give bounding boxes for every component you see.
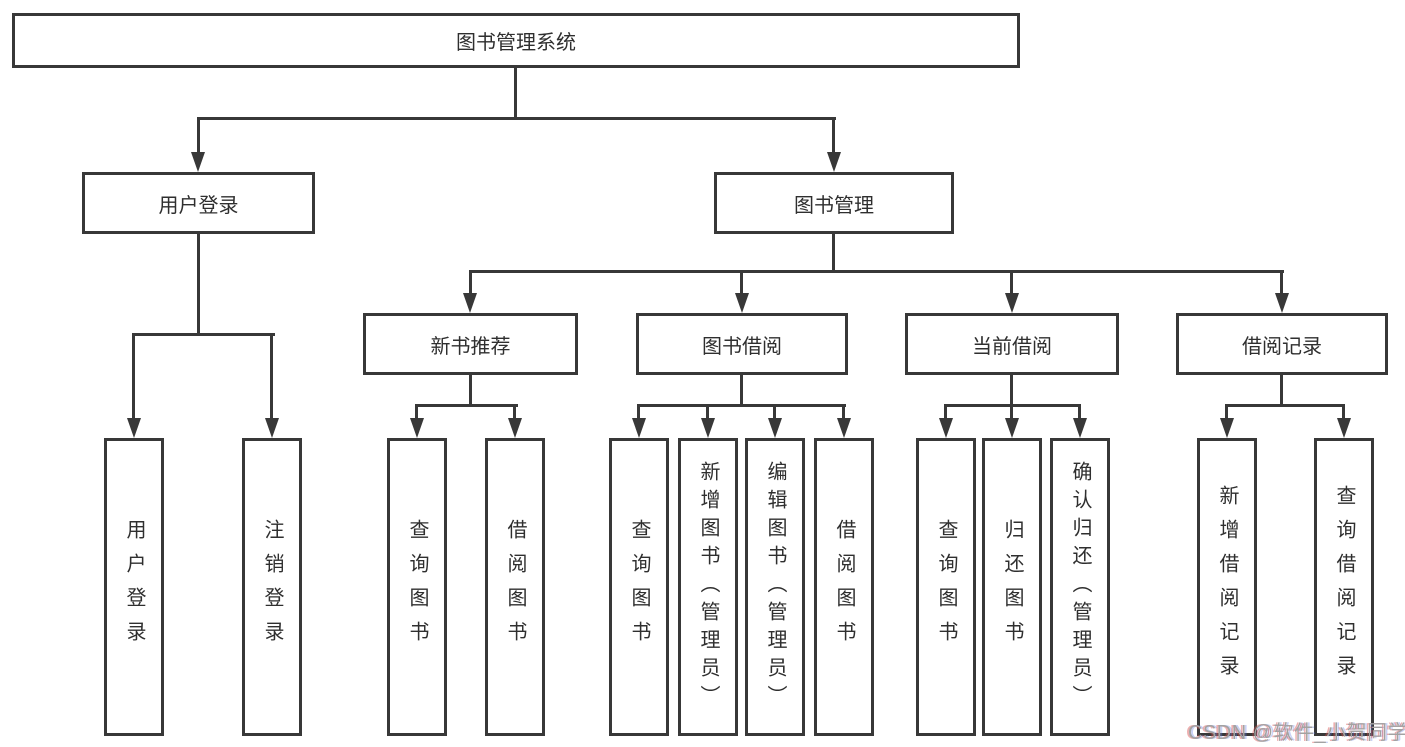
connector-stem-leaf-logout [270, 333, 273, 420]
connector-stem-c1 [637, 404, 640, 420]
leaf-confirm-return-admin: 确认归还（管理员） [1050, 438, 1110, 736]
csdn-watermark: CSDN @软件_小贺同学 [1188, 722, 1405, 744]
connector-stem-new-book [469, 270, 472, 295]
connector-root-stub [514, 68, 517, 120]
leaf-borrow-books-recommend: 借阅图书 [485, 438, 545, 736]
connector-stem-e2 [1342, 404, 1345, 420]
arrowhead-e1 [1220, 418, 1234, 438]
leaf-label: 查询图书 [406, 519, 428, 655]
connector-stem-book-management [832, 117, 835, 154]
connector-stem-current-borrow [1010, 270, 1013, 295]
connector-stem-d3 [1078, 404, 1081, 420]
leaf-label: 新增图书（管理员） [697, 461, 719, 713]
arrowhead-d3 [1073, 418, 1087, 438]
leaf-label: 归还图书 [1001, 519, 1023, 655]
arrowhead-book-borrow [735, 293, 749, 313]
arrowhead-b1 [410, 418, 424, 438]
connector-borrow-records-rail [1225, 404, 1345, 407]
connector-stem-leaf-user-login [132, 333, 135, 420]
leaf-label: 新增借阅记录 [1216, 485, 1238, 689]
leaf-query-books-borrow: 查询图书 [609, 438, 669, 736]
connector-stem-c3 [773, 404, 776, 420]
connector-root-rail [197, 117, 836, 120]
connector-stem-b1 [415, 404, 418, 420]
leaf-query-books-recommend: 查询图书 [387, 438, 447, 736]
arrowhead-c2 [701, 418, 715, 438]
connector-user-login-rail [132, 333, 275, 336]
connector-stem-user-login [197, 117, 200, 154]
leaf-add-borrow-record: 新增借阅记录 [1197, 438, 1257, 736]
leaf-label: 编辑图书（管理员） [764, 461, 786, 713]
arrowhead-b2 [508, 418, 522, 438]
arrowhead-user-login [191, 152, 205, 172]
node-borrowing-records: 借阅记录 [1176, 313, 1388, 375]
connector-stem-b2 [513, 404, 516, 420]
connector-current-borrow-stub [1010, 375, 1013, 406]
connector-stem-c2 [706, 404, 709, 420]
leaf-query-books-current: 查询图书 [916, 438, 976, 736]
connector-book-management-rail [469, 270, 1284, 273]
connector-stem-borrow-records [1280, 270, 1283, 295]
connector-book-management-stub [832, 234, 835, 272]
connector-stem-d2 [1010, 404, 1013, 420]
connector-stem-d1 [944, 404, 947, 420]
leaf-label: 借阅图书 [833, 519, 855, 655]
connector-stem-book-borrow [740, 270, 743, 295]
node-library-management-system: 图书管理系统 [12, 13, 1020, 68]
leaf-label: 查询借阅记录 [1333, 485, 1355, 689]
arrowhead-d1 [939, 418, 953, 438]
arrowhead-current-borrow [1005, 293, 1019, 313]
connector-stem-c4 [842, 404, 845, 420]
node-book-borrowing: 图书借阅 [636, 313, 848, 375]
connector-new-book-rail [415, 404, 518, 407]
connector-new-book-stub [469, 375, 472, 406]
connector-book-borrow-stub [740, 375, 743, 406]
node-book-management: 图书管理 [714, 172, 954, 234]
arrowhead-new-book [463, 293, 477, 313]
leaf-label: 查询图书 [935, 519, 957, 655]
leaf-label: 确认归还（管理员） [1069, 461, 1091, 713]
leaf-label: 注销登录 [261, 519, 283, 655]
connector-borrow-records-stub [1280, 375, 1283, 406]
leaf-logout: 注销登录 [242, 438, 302, 736]
leaf-query-borrow-record: 查询借阅记录 [1314, 438, 1374, 736]
leaf-label: 用户登录 [123, 519, 145, 655]
node-user-login: 用户登录 [82, 172, 315, 234]
arrowhead-book-management [827, 152, 841, 172]
arrowhead-borrow-records [1275, 293, 1289, 313]
arrowhead-leaf-user-login [127, 418, 141, 438]
leaf-add-books-admin: 新增图书（管理员） [678, 438, 738, 736]
leaf-label: 借阅图书 [504, 519, 526, 655]
connector-user-login-stub [197, 234, 200, 335]
arrowhead-d2 [1005, 418, 1019, 438]
leaf-edit-books-admin: 编辑图书（管理员） [745, 438, 805, 736]
leaf-return-books: 归还图书 [982, 438, 1042, 736]
node-new-book-recommendation: 新书推荐 [363, 313, 578, 375]
arrowhead-leaf-logout [265, 418, 279, 438]
connector-stem-e1 [1225, 404, 1228, 420]
arrowhead-c3 [768, 418, 782, 438]
leaf-user-login: 用户登录 [104, 438, 164, 736]
leaf-borrow-books: 借阅图书 [814, 438, 874, 736]
arrowhead-c1 [632, 418, 646, 438]
arrowhead-e2 [1337, 418, 1351, 438]
leaf-label: 查询图书 [628, 519, 650, 655]
node-current-borrowing: 当前借阅 [905, 313, 1119, 375]
arrowhead-c4 [837, 418, 851, 438]
connector-book-borrow-rail [637, 404, 846, 407]
